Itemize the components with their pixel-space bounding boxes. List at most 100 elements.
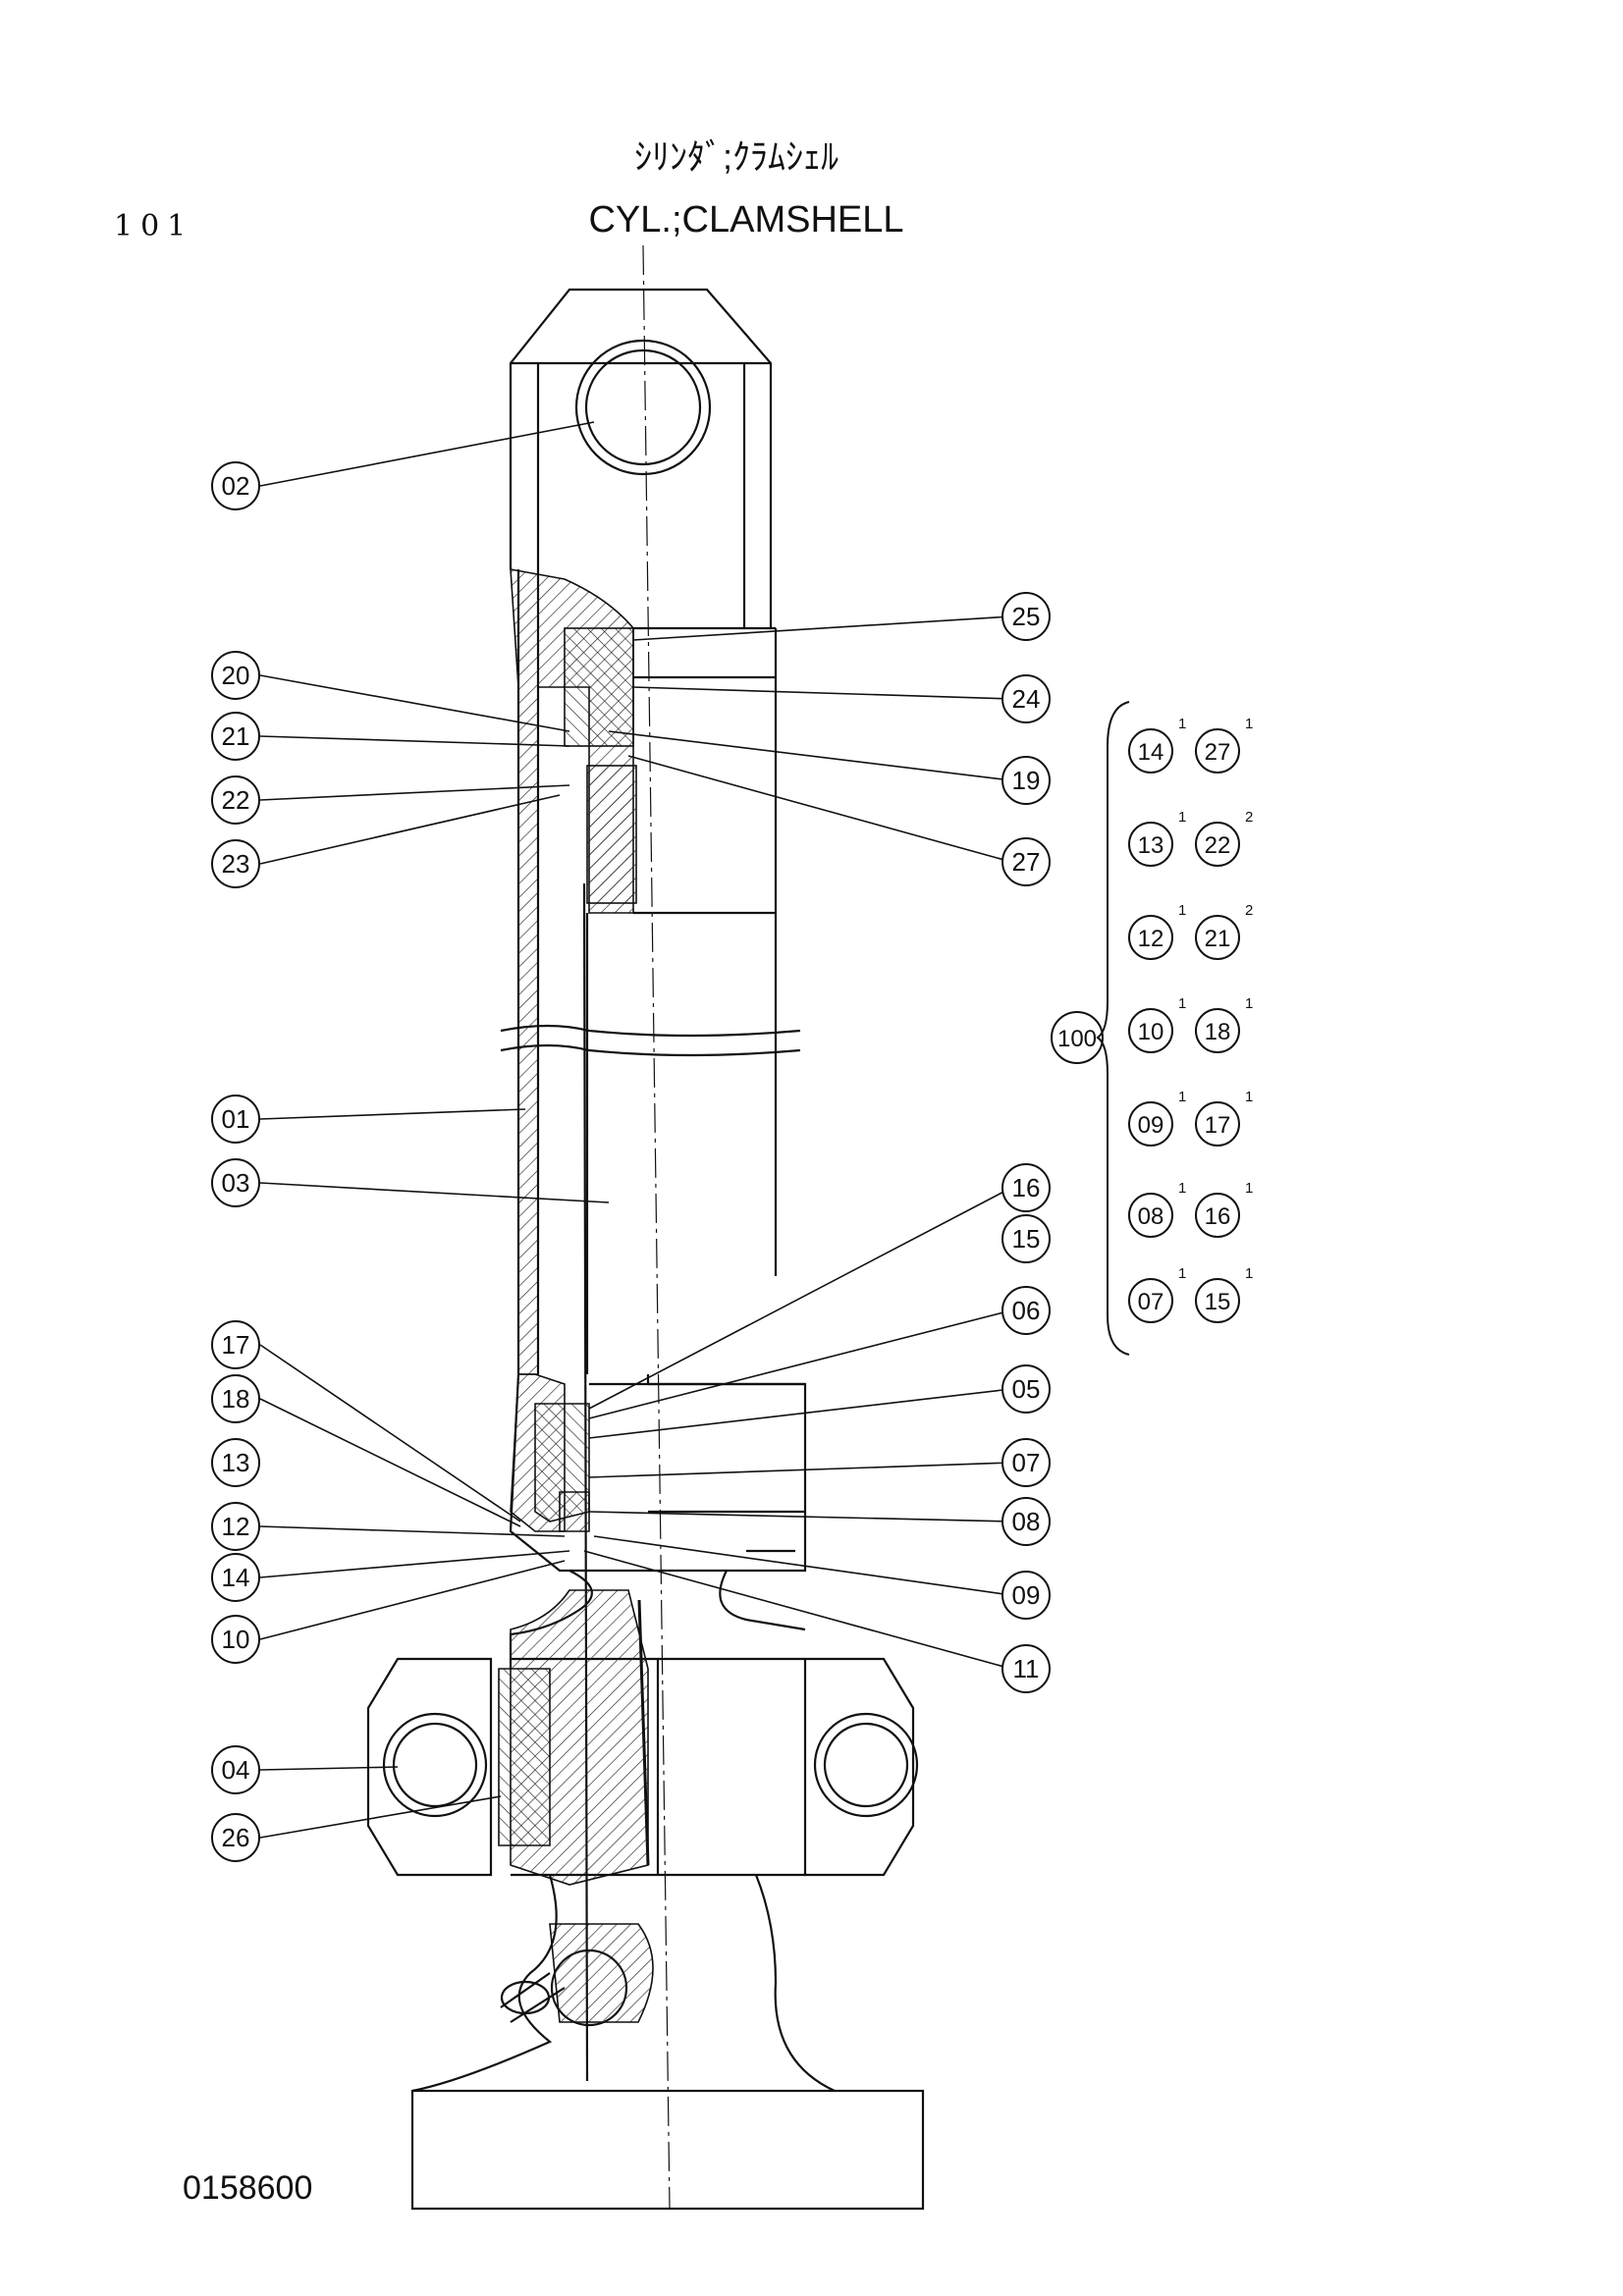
callout-label: 12 (222, 1512, 250, 1541)
kit-item: 171 (1195, 1089, 1253, 1147)
kit-item-qty: 1 (1178, 716, 1186, 732)
kit-item-qty: 1 (1178, 902, 1186, 919)
callout-label: 18 (222, 1384, 250, 1414)
leader-lines (259, 421, 1012, 1839)
kit-item-qty: 1 (1178, 1089, 1186, 1105)
callout: 20 (211, 651, 260, 700)
kit-item-qty: 1 (1245, 1180, 1253, 1197)
callout: 03 (211, 1158, 260, 1207)
callout: 27 (1001, 837, 1051, 886)
callout-label: 11 (1013, 1654, 1040, 1683)
callout: 23 (211, 839, 260, 888)
kit-item: 222 (1195, 809, 1253, 867)
kit-item-qty: 1 (1245, 716, 1253, 732)
kit-item-qty: 1 (1178, 809, 1186, 826)
callout-label: 26 (222, 1823, 250, 1852)
callout: 12 (211, 1502, 260, 1551)
kit-item: 21 2 (1195, 902, 1253, 960)
callout-label: 27 (1012, 847, 1041, 877)
kit-item-part: 22 (1205, 832, 1231, 859)
kit-item-qty: 2 (1245, 902, 1253, 919)
kit-item-part: 13 (1138, 832, 1164, 859)
callout: 13 (211, 1438, 260, 1487)
kit-item-qty: 1 (1245, 995, 1253, 1012)
callout: 16 (1001, 1163, 1051, 1212)
cylinder-outline (366, 288, 925, 2211)
callout: 11 (1001, 1644, 1051, 1693)
callouts-right: 25 24 19 27 16 15 06 05 07 08 09 11 (1001, 592, 1051, 1693)
kit-item-part: 27 (1205, 739, 1231, 766)
callout-label: 20 (222, 661, 250, 690)
kit-item-part: 21 (1205, 926, 1231, 952)
center-line (642, 244, 671, 2210)
callout-label: 21 (222, 721, 250, 751)
callout: 04 (211, 1745, 260, 1794)
kit-item-qty: 2 (1245, 809, 1253, 826)
kit-item-part: 18 (1205, 1019, 1231, 1045)
repair-kit: 100 141 271 131 222 121 212 101 181 091 … (1051, 701, 1253, 1356)
callout-label: 08 (1012, 1507, 1041, 1536)
kit-item-part: 16 (1205, 1203, 1231, 1230)
callout-label: 24 (1012, 684, 1041, 714)
kit-item-part: 12 (1138, 926, 1164, 952)
kit-item-qty: 1 (1178, 1180, 1186, 1197)
section-hatching (498, 568, 654, 2023)
kit-item: 10 1 (1128, 995, 1186, 1053)
kit-item: 13 1 (1128, 809, 1186, 867)
callout: 14 (211, 1553, 260, 1602)
callouts-left: 02 20 21 22 23 01 03 17 18 13 12 14 10 0… (211, 461, 260, 1862)
callout: 08 (1001, 1497, 1051, 1546)
kit-item-part: 10 (1138, 1019, 1164, 1045)
callout: 24 (1001, 674, 1051, 723)
page-number: 101 (114, 209, 194, 243)
callout: 06 (1001, 1286, 1051, 1335)
callout-label: 03 (222, 1168, 250, 1198)
callout-label: 02 (222, 471, 250, 501)
callout-label: 22 (222, 785, 250, 815)
kit-item-qty: 1 (1245, 1089, 1253, 1105)
kit-item: 09 1 (1128, 1089, 1186, 1147)
callout-label: 17 (222, 1330, 250, 1360)
callout-label: 14 (222, 1563, 250, 1592)
kit-item: 15 1 (1195, 1265, 1253, 1323)
title-english: CYL.;CLAMSHELL (588, 199, 903, 240)
callout-label: 25 (1012, 602, 1041, 631)
kit-item: 08 1 (1128, 1180, 1186, 1238)
callout: 09 (1001, 1571, 1051, 1620)
kit-brace (1096, 701, 1130, 1356)
callout-label: 15 (1012, 1224, 1041, 1254)
kit-item: 12 1 (1128, 902, 1186, 960)
callout-label: 04 (222, 1755, 250, 1785)
kit-item-part: 14 (1138, 739, 1164, 766)
kit-item-qty: 1 (1245, 1265, 1253, 1282)
callout: 26 (211, 1813, 260, 1862)
kit-item-part: 09 (1138, 1112, 1164, 1139)
drawing-number: 0158600 (183, 2169, 313, 2207)
kit-number-callout: 100 (1051, 1011, 1104, 1064)
title-japanese: ｼﾘﾝﾀﾞ;ｸﾗﾑｼｪﾙ (634, 136, 839, 177)
kit-item: 071 (1128, 1265, 1186, 1323)
callout: 10 (211, 1615, 260, 1664)
callout-label: 07 (1012, 1448, 1041, 1477)
kit-item-qty: 1 (1178, 995, 1186, 1012)
callout-label: 01 (222, 1104, 250, 1134)
callout-label: 23 (222, 849, 250, 879)
kit-item-part: 15 (1205, 1289, 1231, 1315)
kit-item: 14 1 (1128, 716, 1186, 774)
kit-item: 27 1 (1195, 716, 1253, 774)
callout-label: 13 (222, 1448, 250, 1477)
callout-label: 05 (1012, 1374, 1041, 1404)
callout: 15 (1001, 1214, 1051, 1263)
callout: 02 (211, 461, 260, 510)
callout: 01 (211, 1095, 260, 1144)
callout: 25 (1001, 592, 1051, 641)
callout: 05 (1001, 1364, 1051, 1414)
kit-item: 16 1 (1195, 1180, 1253, 1238)
kit-item-part: 08 (1138, 1203, 1164, 1230)
callout-label: 09 (1012, 1580, 1041, 1610)
callout: 18 (211, 1374, 260, 1423)
kit-item-part: 07 (1138, 1289, 1164, 1315)
kit-item: 18 1 (1195, 995, 1253, 1053)
callout: 22 (211, 775, 260, 825)
